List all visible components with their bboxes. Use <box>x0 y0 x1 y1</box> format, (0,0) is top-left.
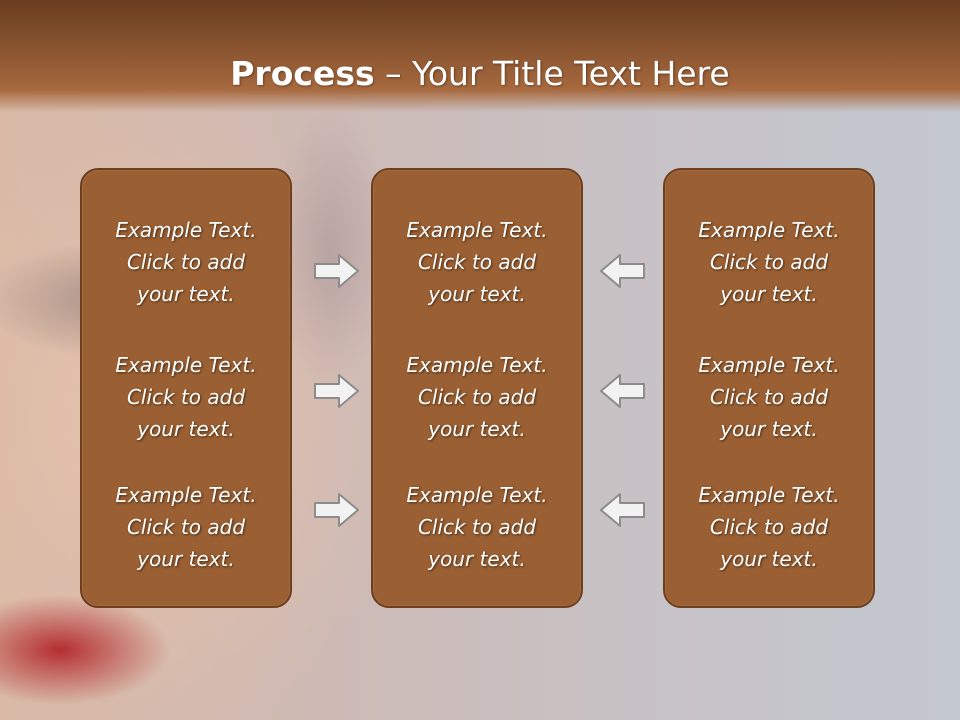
text-line: Click to add <box>417 250 537 274</box>
text-line: your text. <box>137 282 235 306</box>
text-line: your text. <box>428 417 526 441</box>
text-line: Example Text. <box>698 353 840 377</box>
text-placeholder[interactable]: Example Text. Click to add your text. <box>82 214 290 310</box>
text-line: Click to add <box>126 515 246 539</box>
arrow-left-icon <box>600 374 645 408</box>
text-line: Example Text. <box>698 483 840 507</box>
text-line: Example Text. <box>406 483 548 507</box>
text-line: Click to add <box>709 250 829 274</box>
text-line: Example Text. <box>115 353 257 377</box>
text-line: Example Text. <box>115 483 257 507</box>
text-line: Click to add <box>126 385 246 409</box>
left-panel: Example Text. Click to add your text. Ex… <box>80 168 292 608</box>
text-line: your text. <box>137 547 235 571</box>
text-placeholder[interactable]: Example Text. Click to add your text. <box>373 479 581 575</box>
text-line: Example Text. <box>406 353 548 377</box>
text-line: Click to add <box>126 250 246 274</box>
text-line: Click to add <box>709 515 829 539</box>
arrow-right-icon <box>314 493 359 527</box>
text-placeholder[interactable]: Example Text. Click to add your text. <box>665 214 873 310</box>
text-line: Click to add <box>709 385 829 409</box>
text-placeholder[interactable]: Example Text. Click to add your text. <box>373 349 581 445</box>
text-placeholder[interactable]: Example Text. Click to add your text. <box>665 349 873 445</box>
text-placeholder[interactable]: Example Text. Click to add your text. <box>82 349 290 445</box>
arrow-right-icon <box>314 254 359 288</box>
text-line: your text. <box>428 547 526 571</box>
text-line: your text. <box>428 282 526 306</box>
arrow-left-icon <box>600 493 645 527</box>
center-panel: Example Text. Click to add your text. Ex… <box>371 168 583 608</box>
right-panel: Example Text. Click to add your text. Ex… <box>663 168 875 608</box>
text-line: Click to add <box>417 515 537 539</box>
text-placeholder[interactable]: Example Text. Click to add your text. <box>82 479 290 575</box>
text-line: your text. <box>720 547 818 571</box>
title-rest: – Your Title Text Here <box>374 54 730 93</box>
title-bold: Process <box>230 54 375 93</box>
arrow-left-icon <box>600 254 645 288</box>
arrow-right-icon <box>314 374 359 408</box>
text-line: Example Text. <box>698 218 840 242</box>
slide-title[interactable]: Process – Your Title Text Here <box>0 50 960 98</box>
text-placeholder[interactable]: Example Text. Click to add your text. <box>373 214 581 310</box>
text-line: your text. <box>720 282 818 306</box>
title-band <box>0 0 960 112</box>
text-placeholder[interactable]: Example Text. Click to add your text. <box>665 479 873 575</box>
text-line: your text. <box>137 417 235 441</box>
text-line: Click to add <box>417 385 537 409</box>
text-line: Example Text. <box>115 218 257 242</box>
text-line: Example Text. <box>406 218 548 242</box>
text-line: your text. <box>720 417 818 441</box>
